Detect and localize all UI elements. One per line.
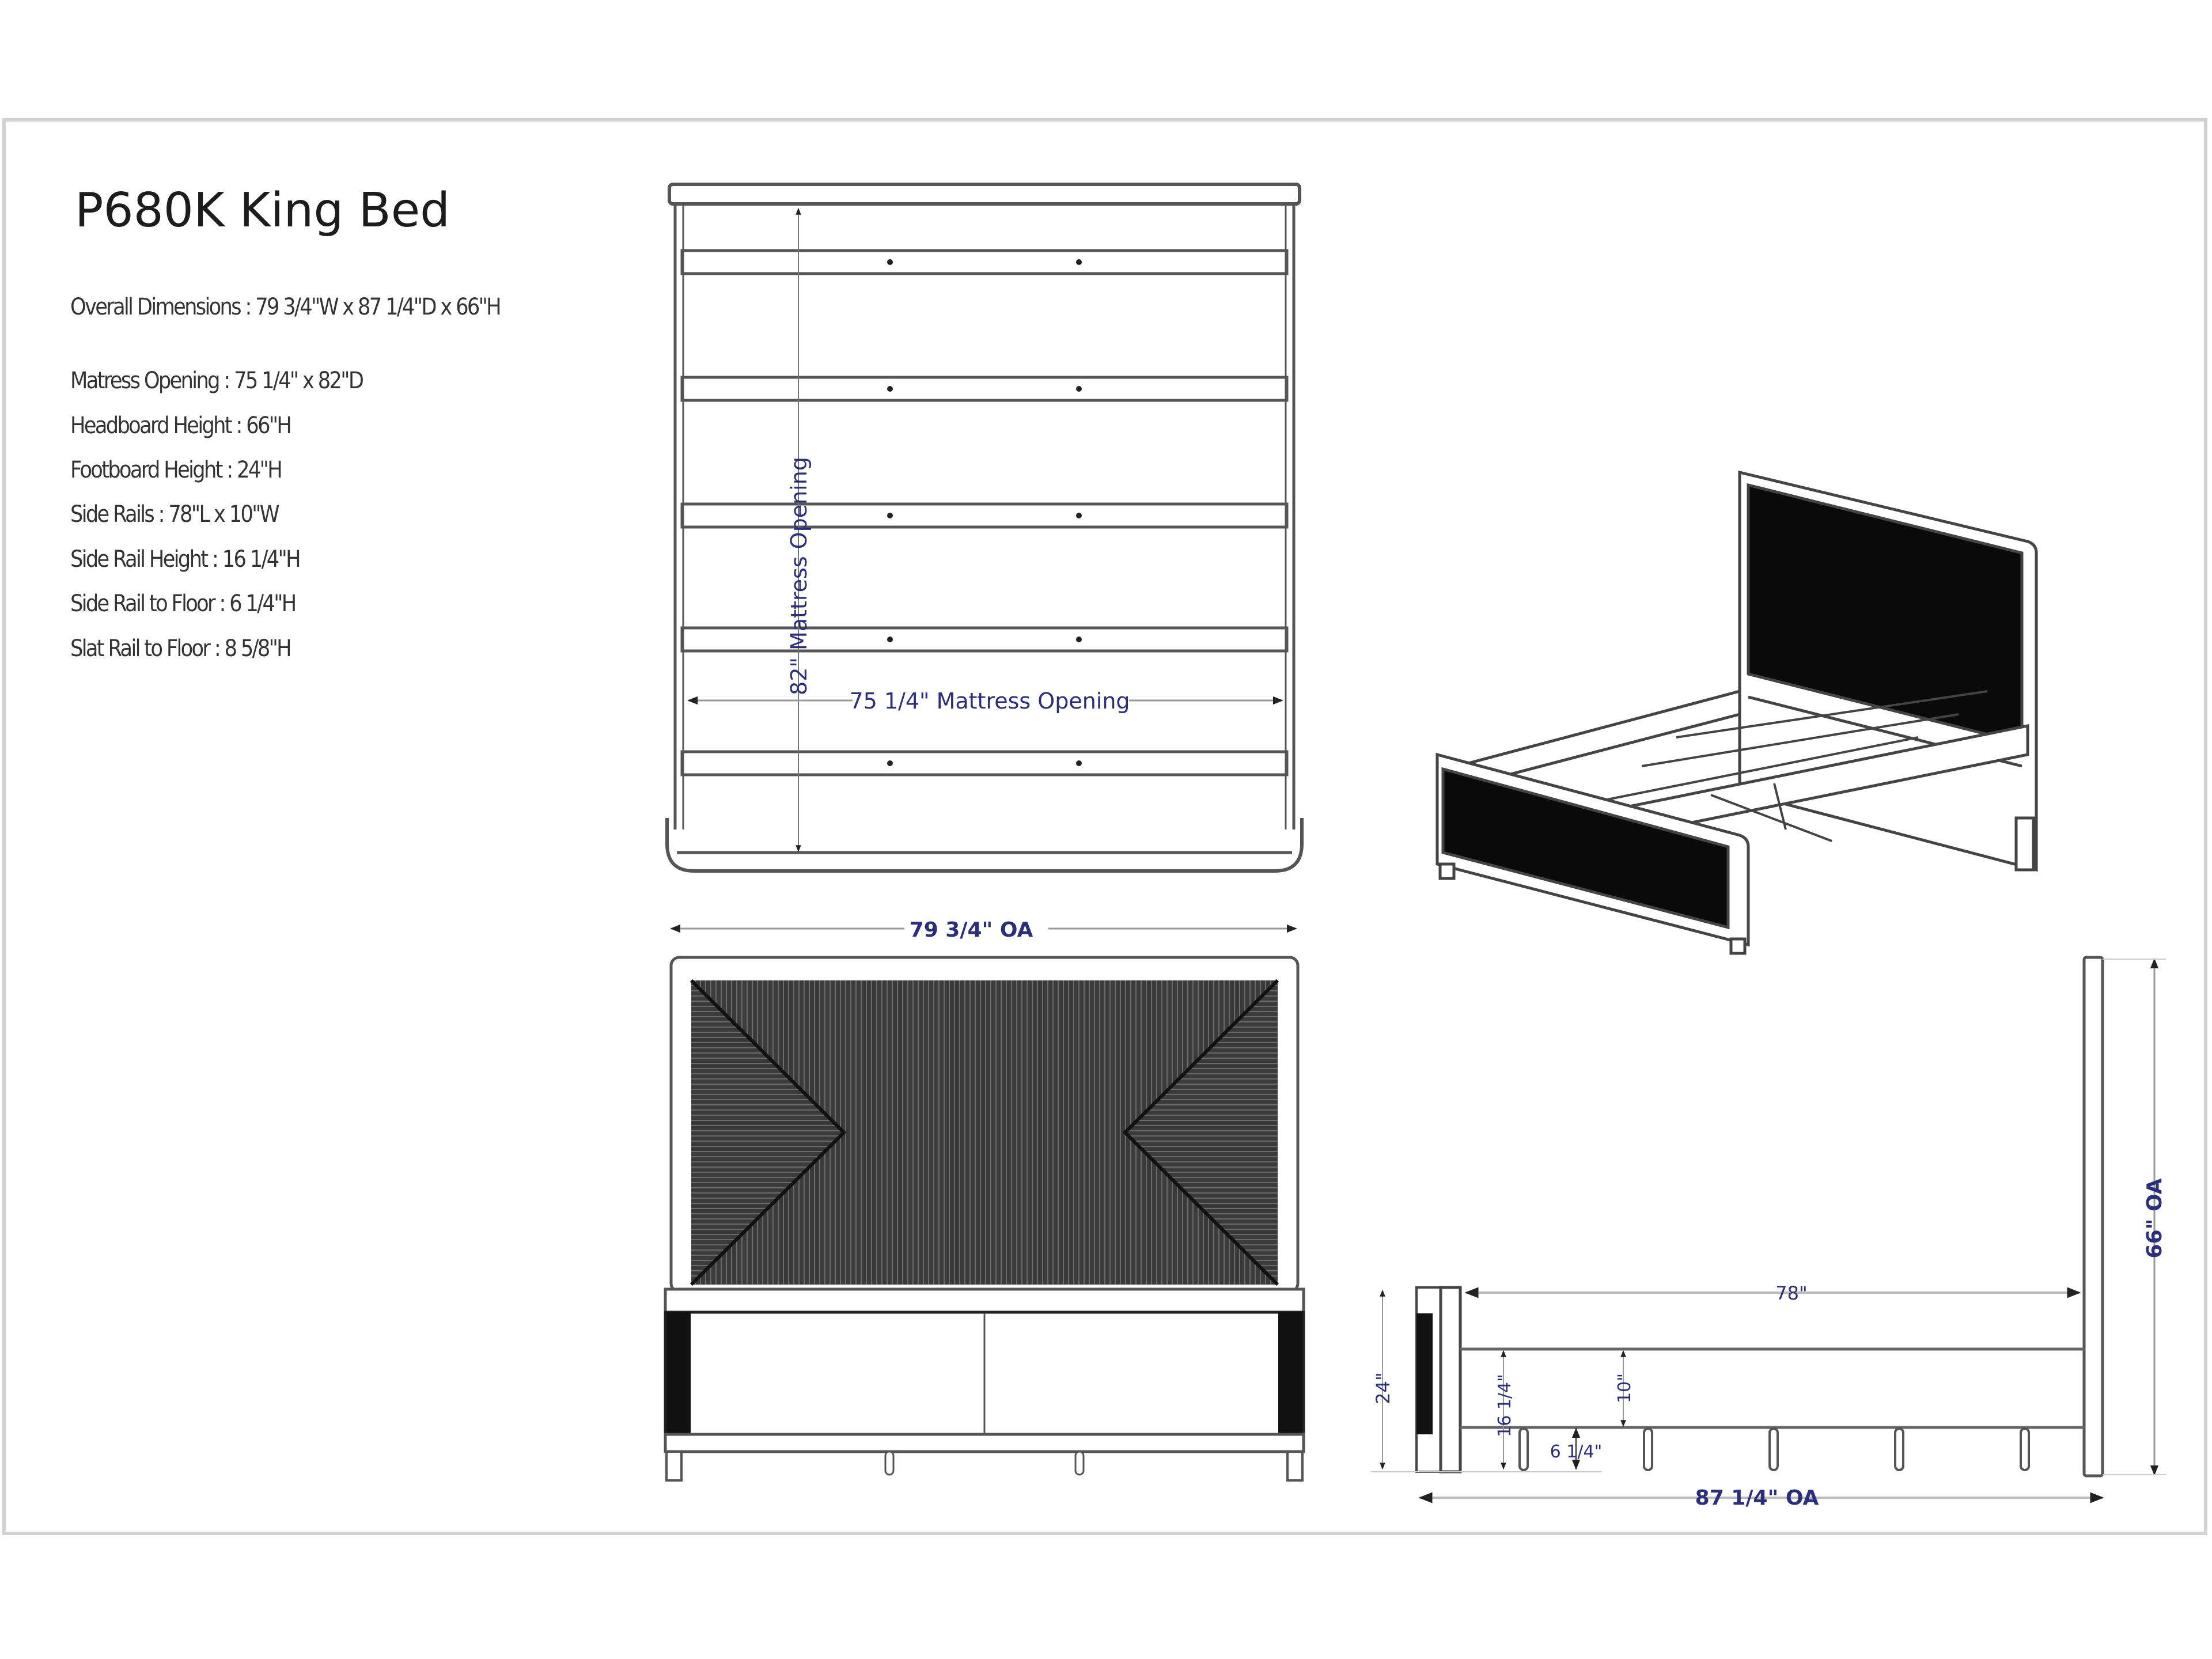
slat-screw-dots [887,259,1082,766]
spec-side-rail-to-floor: Side Rail to Floor : 6 1/4"H [70,590,297,617]
spec-mattress-opening: Matress Opening : 75 1/4" x 82"D [70,368,364,394]
overall-depth-dimension: 87 1/4" OA [1695,1486,1819,1510]
isometric-view [1435,470,2038,955]
plan-slats [680,249,1289,777]
headboard-left-triangle [691,980,844,1285]
front-width-dimension: 79 3/4" OA [910,918,1033,942]
headboard-right-triangle [1125,980,1278,1285]
side-elevation [1371,956,2166,1503]
footboard-height-dimension: 24" [1372,1372,1394,1404]
rail-to-floor-dimension: 6 1/4" [1550,1442,1603,1462]
drawing-title: P680K King Bed [75,183,450,238]
spec-footboard-height: Footboard Height : 24"H [70,457,283,483]
spec-overall-dimensions: Overall Dimensions : 79 3/4"W x 87 1/4"D… [70,294,502,320]
front-elevation [664,924,1305,1482]
spec-slat-rail-to-floor: Slat Rail to Floor : 8 5/8"H [70,635,292,662]
overall-height-dimension: 66" OA [2143,1178,2166,1258]
spec-side-rail-height: Side Rail Height : 16 1/4"H [70,546,301,573]
side-rail-height-dimension: 16 1/4" [1495,1374,1515,1437]
plan-width-dimension: 75 1/4" Mattress Opening [849,688,1130,714]
rail-width-dimension: 10" [1615,1373,1635,1403]
plan-view [665,183,1304,873]
spec-side-rails: Side Rails : 78"L x 10"W [70,501,280,528]
plan-depth-dimension: 82" Mattress Opening [786,457,812,695]
spec-headboard-height: Headboard Height : 66"H [70,412,292,439]
side-rail-length-dimension: 78" [1775,1282,1807,1304]
